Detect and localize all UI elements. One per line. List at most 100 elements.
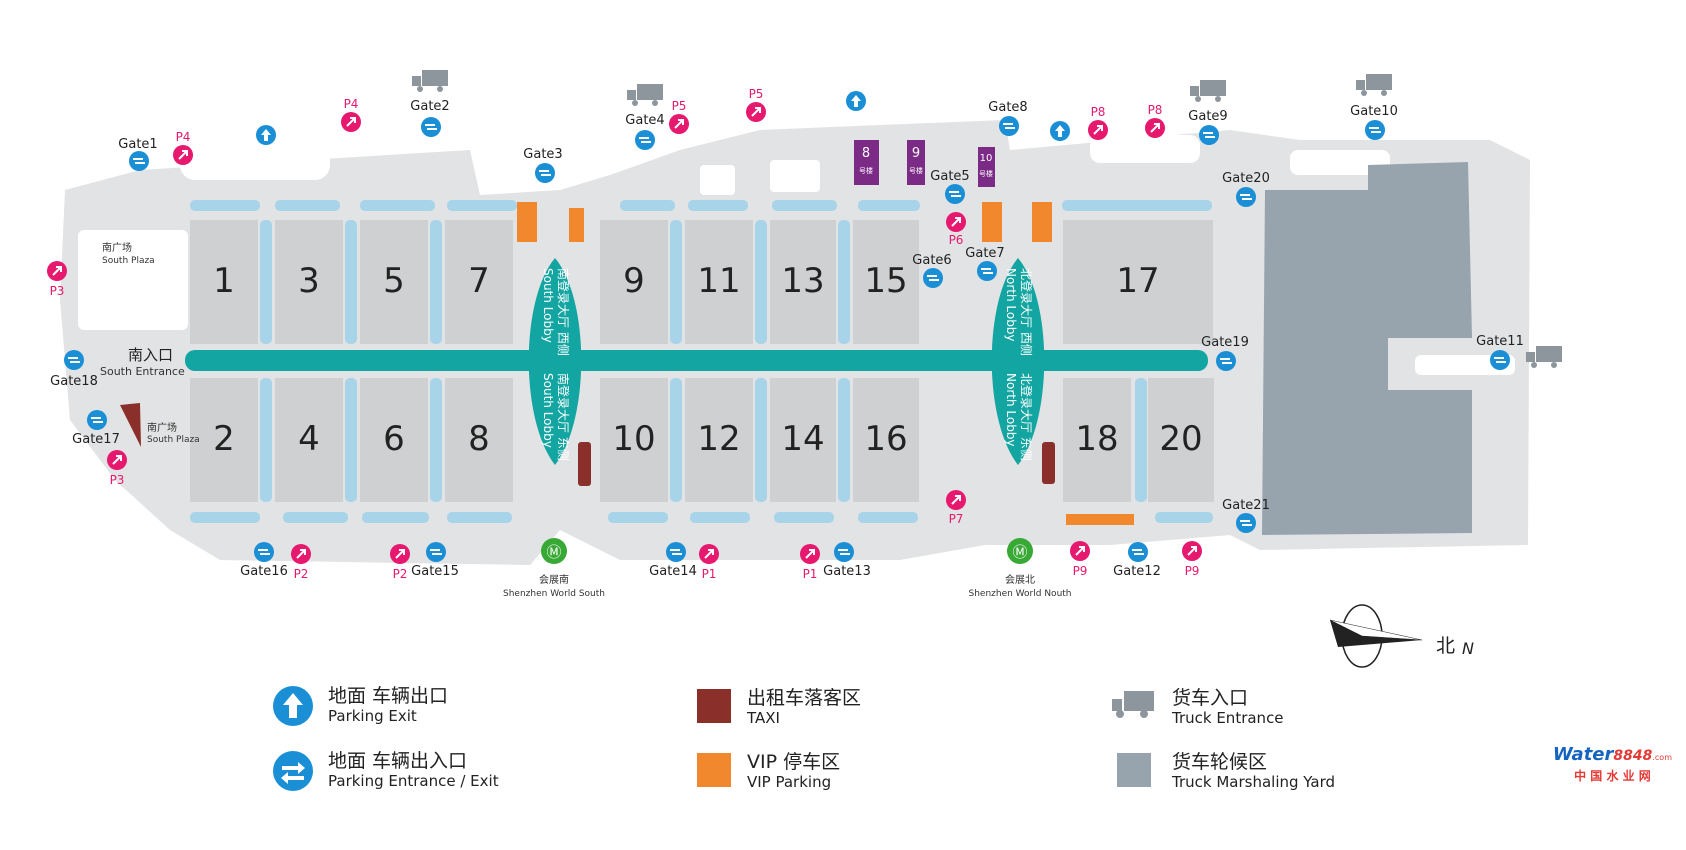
gate-14-label: Gate14	[649, 564, 697, 579]
legend-yard-cn: 货车轮候区	[1172, 751, 1268, 773]
legend-yard-en: Truck Marshaling Yard	[1172, 773, 1335, 791]
parking-marker: P8	[1145, 103, 1165, 138]
svg-text:P1: P1	[803, 567, 818, 581]
gate-17-label: Gate17	[72, 432, 120, 447]
legend-vip-cn: VIP 停车区	[747, 751, 841, 773]
parking-exit-icon	[1050, 121, 1070, 141]
svg-text:P3: P3	[50, 284, 65, 298]
hall-1-label: 1	[213, 261, 235, 301]
parking-marker: P3	[47, 261, 67, 298]
yard-swatch	[1117, 753, 1151, 787]
south-entrance-en: South Entrance	[100, 365, 185, 378]
parking-marker: P2	[390, 544, 410, 581]
hall-18-label: 18	[1075, 419, 1118, 459]
gate-5-marker: Gate5	[930, 169, 970, 204]
svg-text:9: 9	[912, 146, 920, 161]
gate-12-marker: Gate12	[1113, 542, 1161, 579]
gate-20-marker: Gate20	[1222, 171, 1270, 207]
gate-17-marker: Gate17	[72, 410, 120, 447]
parking-marker: P3	[107, 450, 127, 487]
hall-5-label: 5	[383, 261, 405, 301]
gate-13-label: Gate13	[823, 564, 871, 579]
gate-10-marker: Gate10	[1350, 104, 1398, 140]
gate-14-marker: Gate14	[649, 542, 697, 579]
compass-icon: 北 N	[1329, 604, 1474, 668]
svg-text:10: 10	[980, 153, 993, 164]
parking-marker: P2	[291, 544, 311, 581]
north-lobby-west-cn: 北登录大厅 西侧	[1019, 268, 1034, 356]
parking-marker: P5	[746, 87, 766, 122]
south-plaza-lower-cn: 南广场	[147, 421, 177, 434]
legend-taxi-cn: 出租车落客区	[747, 687, 862, 709]
south-plaza-upper-en: South Plaza	[102, 256, 155, 266]
metro-south-icon: Ⓜ	[541, 538, 567, 564]
hall-6-label: 6	[383, 419, 405, 459]
blue-lanes	[190, 200, 1213, 523]
legend-truck-en: Truck Entrance	[1172, 709, 1284, 727]
south-lobby-west-cn: 南登录大厅 西侧	[556, 268, 571, 356]
hall-11-label: 11	[697, 261, 740, 301]
hall-20-label: 20	[1159, 419, 1202, 459]
watermark-logo: Water8848.com 中 国 水 业 网	[1552, 744, 1672, 784]
parking-marker: P7	[946, 490, 966, 526]
gate-2-marker: Gate2	[410, 99, 450, 137]
gate-1-label: Gate1	[118, 137, 157, 152]
parking-exit-icon	[273, 686, 313, 726]
svg-text:Ⓜ: Ⓜ	[1012, 543, 1027, 561]
parking-marker: P9	[1070, 541, 1090, 578]
hall-4-label: 4	[298, 419, 320, 459]
gate-16-marker: Gate16	[240, 542, 288, 579]
svg-text:P1: P1	[702, 567, 717, 581]
hall-14-label: 14	[781, 419, 824, 459]
parking-marker: P9	[1182, 541, 1202, 578]
south-entrance-cn: 南入口	[128, 346, 173, 364]
svg-text:号楼: 号楼	[859, 166, 873, 175]
svg-text:P8: P8	[1148, 103, 1163, 117]
hall-13-label: 13	[781, 261, 824, 301]
gate-18-label: Gate18	[50, 374, 98, 389]
gate-19-label: Gate19	[1201, 335, 1249, 350]
svg-text:P9: P9	[1073, 564, 1088, 578]
hall-9-label: 9	[623, 261, 645, 301]
gate-1-marker: Gate1	[118, 137, 158, 171]
taxi-areas	[120, 403, 1055, 486]
metro-south-cn: 会展南	[539, 573, 569, 586]
gate-4-label: Gate4	[625, 113, 664, 128]
taxi-swatch	[697, 689, 731, 723]
parking-exit-icon	[256, 125, 276, 145]
gate-20-label: Gate20	[1222, 171, 1270, 186]
gate-8-label: Gate8	[988, 100, 1027, 115]
truck-icon	[627, 84, 663, 106]
parking-exit-icon	[846, 91, 866, 111]
hall-8-label: 8	[468, 419, 490, 459]
metro-south-en: Shenzhen World South	[503, 589, 605, 599]
north-lobby-east-cn: 北登录大厅 东侧	[1019, 373, 1034, 461]
gate-7-label: Gate7	[965, 246, 1004, 261]
svg-text:P5: P5	[749, 87, 764, 101]
svg-text:P2: P2	[294, 567, 309, 581]
legend-truck-cn: 货车入口	[1172, 687, 1249, 709]
gate-6-marker: Gate6	[912, 253, 952, 288]
svg-text:N: N	[1462, 639, 1474, 658]
parking-marker: P1	[699, 544, 719, 581]
gate-11-label: Gate11	[1476, 334, 1524, 349]
parking-marker: P6	[946, 212, 966, 247]
building-8: 8 号楼	[854, 140, 879, 185]
south-lobby-east-en: South Lobby	[541, 373, 555, 448]
south-plaza-lower-en: South Plaza	[147, 435, 200, 445]
truck-icon	[1526, 346, 1562, 368]
hall-15-label: 15	[864, 261, 907, 301]
north-lobby-east-en: North Lobby	[1004, 373, 1018, 447]
svg-text:P9: P9	[1185, 564, 1200, 578]
hall-12-label: 12	[697, 419, 740, 459]
parking-marker: P1	[800, 544, 820, 581]
north-lobby-west-en: North Lobby	[1004, 268, 1018, 342]
gate-4-marker: Gate4	[625, 113, 665, 150]
gate-19-marker: Gate19	[1201, 335, 1249, 371]
gate-12-label: Gate12	[1113, 564, 1161, 579]
legend-exit-cn: 地面 车辆出口	[328, 685, 449, 707]
building-9: 9 号楼	[907, 140, 925, 185]
south-lobby-east-cn: 南登录大厅 东侧	[556, 373, 571, 461]
truck-icon	[1356, 74, 1392, 96]
